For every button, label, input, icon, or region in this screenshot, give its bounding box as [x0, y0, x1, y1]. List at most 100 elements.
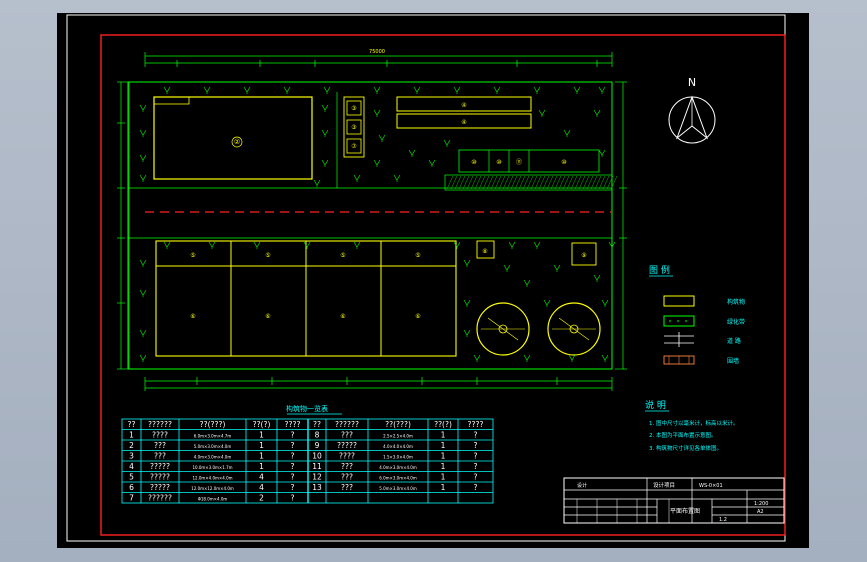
table-cell: ???: [341, 462, 353, 471]
svg-text:⑨: ⑨: [581, 252, 586, 259]
top-dimensions: [144, 52, 613, 67]
bottom-dimensions: [144, 377, 613, 391]
plant-symbol: [533, 241, 541, 249]
table-cell: 1.5×3.0×4.0m: [383, 455, 413, 460]
plant-symbol: [408, 149, 416, 157]
svg-text:⑥: ⑥: [415, 313, 420, 320]
table-cell: 5.0m×3.0m×4.0m: [194, 444, 232, 449]
svg-text:1:200: 1:200: [754, 501, 768, 507]
zone-2-basin: [153, 96, 313, 180]
svg-text:⑤: ⑤: [415, 252, 420, 259]
plant-symbol: [428, 159, 436, 167]
svg-text:绿化带: 绿化带: [727, 318, 745, 326]
table-cell: ?????: [150, 473, 170, 482]
plant-symbol: [593, 274, 601, 282]
table-cell: ?????: [337, 441, 357, 450]
plant-symbol: [139, 104, 147, 112]
plant-symbol: [353, 241, 361, 249]
plant-symbol: [523, 279, 531, 287]
svg-text:3. 构筑物尺寸详见各单体图。: 3. 构筑物尺寸详见各单体图。: [649, 444, 722, 452]
table-cell: ?: [474, 462, 478, 471]
table-cell: ?????: [150, 462, 170, 471]
plant-symbol: [139, 259, 147, 267]
table-cell: ?: [474, 483, 478, 492]
plant-symbol: [443, 139, 451, 147]
plant-symbol: [253, 241, 261, 249]
table-cell: 10.0m×3.0m×1.7m: [192, 465, 232, 470]
overall-dimension-text: 75000: [369, 49, 385, 55]
table-cell: Φ18.0m×4.0m: [198, 497, 228, 502]
table-title: 构筑物一览表: [286, 404, 328, 413]
table-cell: ???: [341, 431, 353, 440]
table-cell: 12.0m×12.0m×4.0m: [191, 486, 234, 491]
table-header-cell: ??????: [148, 420, 172, 429]
table-cell: ?: [474, 452, 478, 461]
plant-symbol: [139, 329, 147, 337]
plant-symbol: [203, 86, 211, 94]
plant-symbol: [601, 299, 609, 307]
svg-text:⑩: ⑩: [496, 159, 501, 166]
plant-symbol: [139, 289, 147, 297]
table-cell: ???: [154, 452, 166, 461]
table-cell: ???: [341, 473, 353, 482]
table-cell: 1: [441, 483, 446, 492]
legend: 图 例 构筑物 绿化带 道 路 围墙: [649, 264, 745, 365]
structure-table: 构筑物一览表 ??????????(???)??(?)?????????????…: [121, 404, 494, 504]
plant-symbol: [463, 259, 471, 267]
svg-text:⑪: ⑪: [516, 158, 522, 166]
plant-symbol: [373, 86, 381, 94]
plant-symbol: [373, 109, 381, 117]
table-header-cell: ????: [468, 420, 484, 429]
table-cell: 1: [441, 473, 446, 482]
drawing-name: 平面布置图: [670, 507, 700, 515]
table-cell: 6.0m×3.0m×4.0m: [379, 476, 417, 481]
svg-text:⑧: ⑧: [482, 248, 487, 255]
table-cell: 4: [259, 483, 264, 492]
svg-text:⑥: ⑥: [265, 313, 270, 320]
table-cell: 1: [259, 462, 264, 471]
vegetation-symbols: [139, 86, 616, 362]
table-cell: ?: [291, 431, 295, 440]
table-header-cell: ??(?): [434, 420, 452, 429]
svg-text:⑥: ⑥: [340, 313, 345, 320]
table-cell: ?: [291, 441, 295, 450]
table-cell: 2: [259, 494, 264, 503]
left-dimensions: [117, 81, 133, 370]
table-cell: 1: [441, 431, 446, 440]
equipment-row: ⑩ ⑩ ⑪ ⑩: [458, 149, 600, 173]
north-arrow: N: [668, 76, 716, 144]
drawing-border: [100, 34, 786, 536]
table-cell: ?: [291, 462, 295, 471]
table-cell: ????: [152, 431, 168, 440]
plant-symbol: [573, 86, 581, 94]
plant-symbol: [243, 86, 251, 94]
table-cell: 11: [312, 462, 322, 471]
svg-text:⑩: ⑩: [561, 159, 566, 166]
plant-symbol: [393, 174, 401, 182]
table-header-cell: ????: [285, 420, 301, 429]
svg-text:⑥: ⑥: [190, 313, 195, 320]
table-cell: ?: [291, 473, 295, 482]
svg-text:道 路: 道 路: [727, 337, 741, 345]
svg-text:③: ③: [351, 124, 356, 131]
table-header-cell: ??(???): [200, 420, 226, 429]
table-cell: 12: [312, 473, 322, 482]
table-cell: ????: [339, 452, 355, 461]
svg-text:围墙: 围墙: [727, 357, 739, 365]
plant-symbol: [139, 129, 147, 137]
zone-2-label: ②: [234, 138, 240, 146]
plant-symbol: [493, 86, 501, 94]
zone-4-tanks: ④ ④: [396, 96, 532, 129]
plant-symbol: [163, 241, 171, 249]
svg-text:WS-0×01: WS-0×01: [699, 483, 723, 489]
plant-symbol: [413, 86, 421, 94]
plant-symbol: [598, 149, 606, 157]
plant-symbol: [283, 86, 291, 94]
table-cell: 1: [259, 431, 264, 440]
site-boundary: [127, 81, 613, 370]
sheet-frame: [66, 14, 786, 542]
plant-symbol: [321, 129, 329, 137]
table-cell: 1: [441, 452, 446, 461]
cad-viewport[interactable]: 75000 ②: [57, 13, 809, 548]
table-cell: 1: [259, 452, 264, 461]
